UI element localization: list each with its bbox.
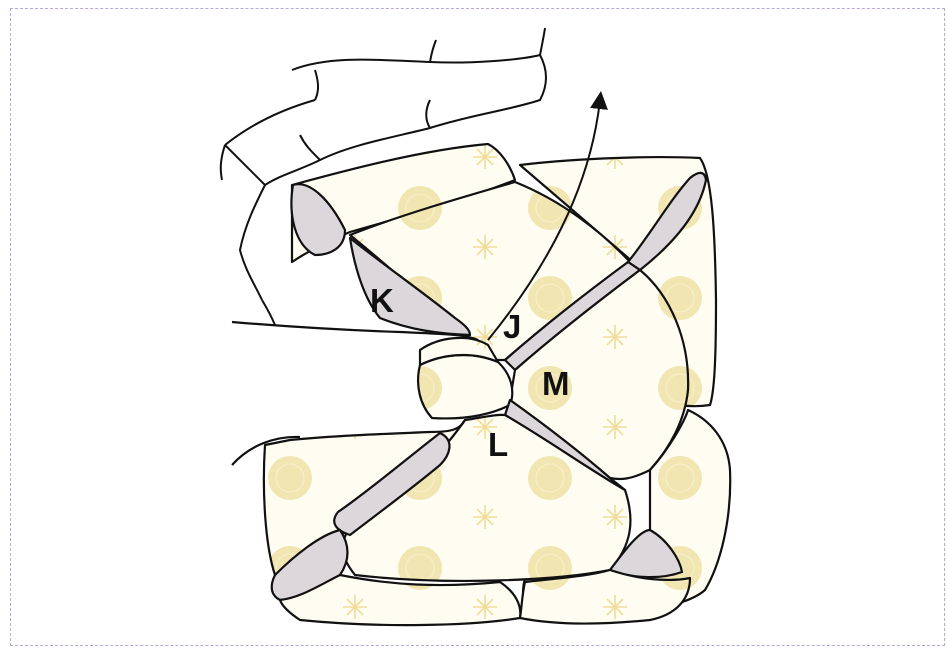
- label-k: K: [370, 282, 394, 319]
- center-cell: [418, 355, 512, 418]
- label-l: L: [488, 426, 508, 463]
- label-j: J: [503, 308, 521, 345]
- label-m: M: [542, 365, 570, 402]
